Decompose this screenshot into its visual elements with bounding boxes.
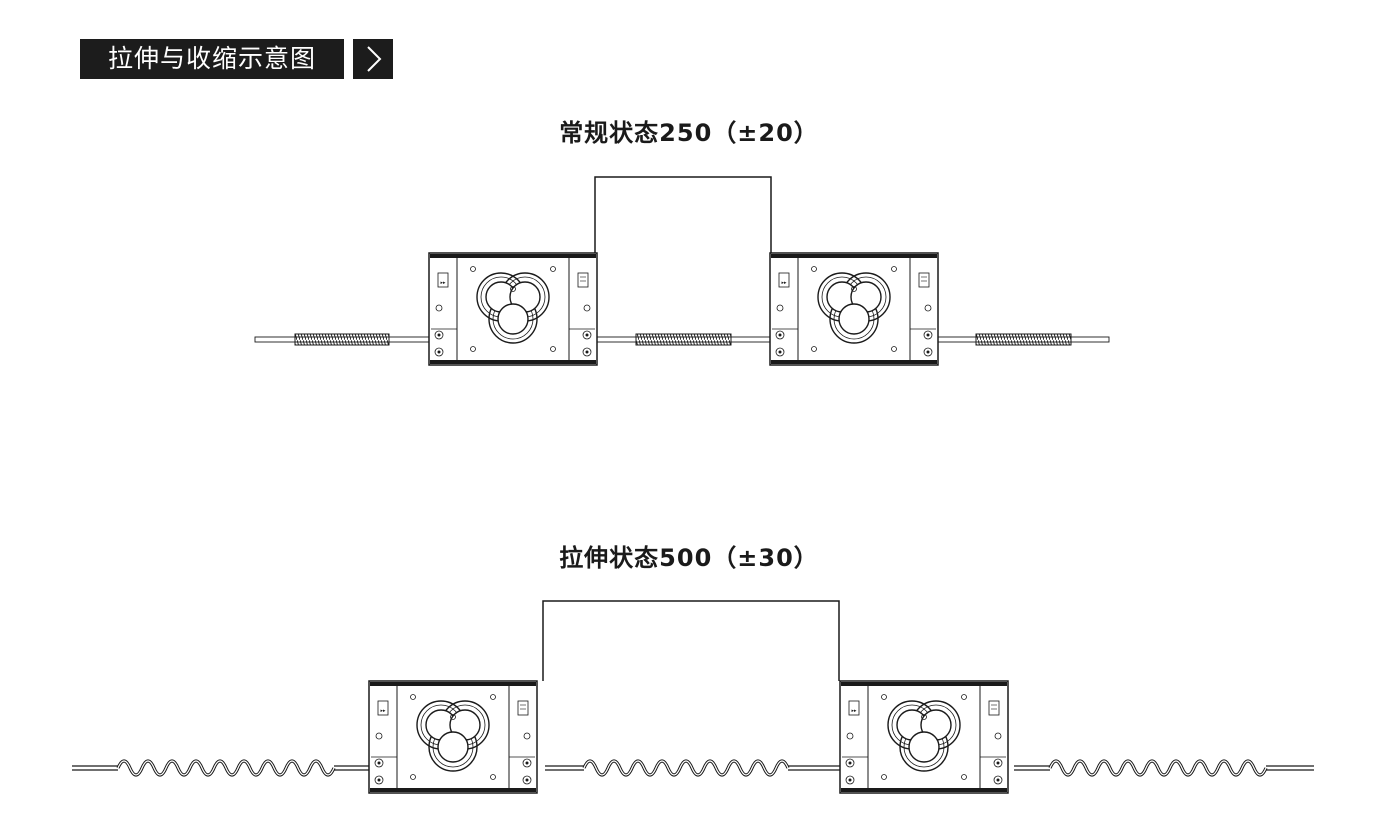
stretched-wire-middle: [545, 759, 840, 777]
stretched-top-bracket: [542, 600, 840, 681]
stretched-led-module-left: [368, 680, 538, 794]
normal-wire-right: [936, 333, 1110, 346]
diagram-header-title: 拉伸与收缩示意图: [80, 39, 344, 79]
stretched-state-diagram: [72, 600, 1314, 794]
stretched-state-title: 拉伸状态500（±30）: [559, 544, 819, 572]
normal-led-module-right: [769, 252, 939, 366]
stretched-wire-left: [72, 759, 369, 777]
normal-wire-left: [254, 333, 430, 346]
normal-state-title: 常规状态250（±20）: [559, 119, 819, 147]
stretched-led-module-right: [839, 680, 1009, 794]
normal-top-bracket: [594, 176, 772, 253]
normal-state-diagram: [254, 176, 1110, 366]
normal-led-module-left: [428, 252, 598, 366]
normal-wire-middle: [596, 333, 771, 346]
chevron-right-icon[interactable]: [353, 39, 393, 79]
stretched-wire-right: [1014, 759, 1314, 777]
